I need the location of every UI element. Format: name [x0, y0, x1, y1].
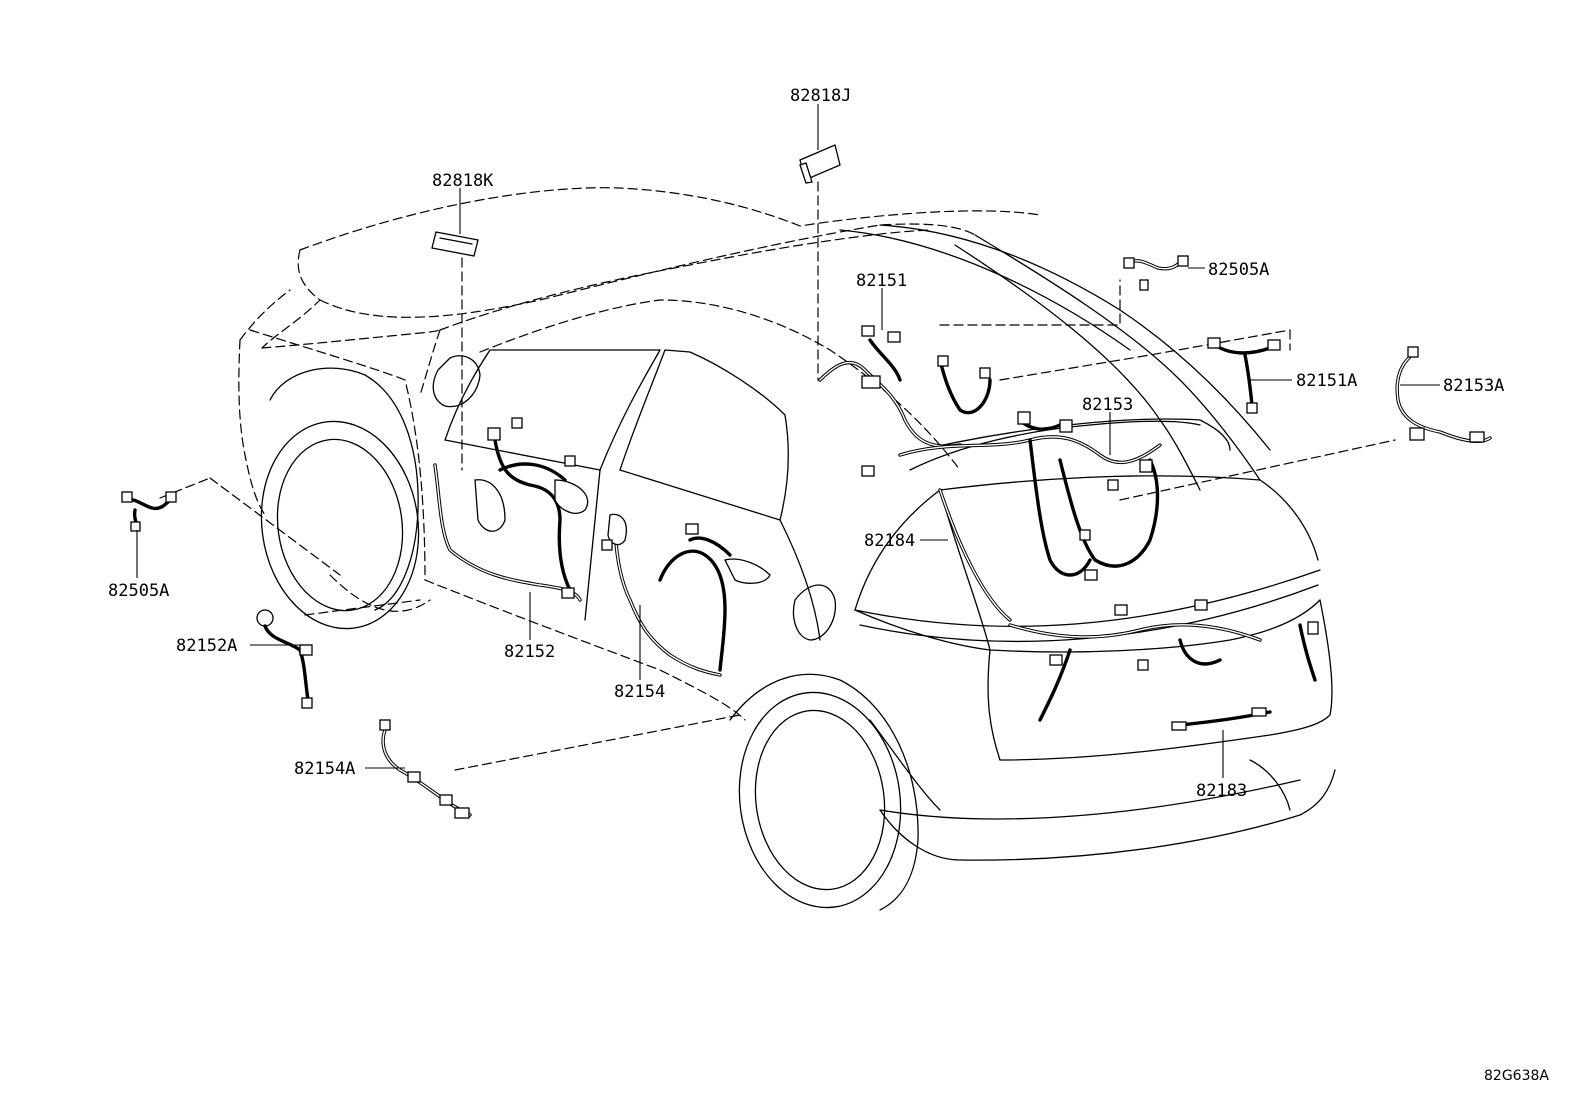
label-82184: 82184 — [864, 531, 915, 551]
harness-82151-roof — [818, 325, 992, 477]
label-82152: 82152 — [504, 642, 555, 662]
label-82153A: 82153A — [1443, 376, 1504, 396]
harness-82505A-top-connector — [1123, 255, 1189, 291]
label-82505A-left: 82505A — [108, 581, 169, 601]
vehicle-body-outline — [238, 187, 1336, 911]
label-82153: 82153 — [1082, 395, 1133, 415]
label-82818J: 82818J — [790, 86, 851, 106]
label-leaders — [136, 104, 1440, 778]
harness-82818J-clip — [799, 144, 841, 184]
harness-82818K-clip — [431, 231, 479, 257]
harness-82151A — [1207, 337, 1281, 414]
harness-82153A — [1395, 346, 1492, 443]
harness-82154-rear-door — [601, 513, 771, 677]
assembly-leader-lines — [159, 181, 1396, 771]
label-82151A: 82151A — [1296, 371, 1357, 391]
harness-82154A — [379, 719, 472, 819]
part-number-labels: 82818J 82818K 82151 82505A 82151A 82153A… — [108, 86, 1504, 801]
label-82152A: 82152A — [176, 636, 237, 656]
harness-82505A-left-connector — [121, 491, 177, 532]
label-82154: 82154 — [614, 682, 665, 702]
harness-82183-rear-panel — [1008, 599, 1319, 731]
harness-82184-door — [938, 488, 1012, 622]
harness-82152A — [256, 609, 313, 709]
figure-code: 82G638A — [1484, 1068, 1549, 1084]
label-82151: 82151 — [856, 271, 907, 291]
label-82154A: 82154A — [294, 759, 355, 779]
harness-82153-hatch — [898, 411, 1162, 581]
harness-82152-front-door — [433, 417, 589, 602]
label-82818K: 82818K — [432, 171, 494, 191]
label-82505A-top: 82505A — [1208, 260, 1269, 280]
label-82183: 82183 — [1196, 781, 1247, 801]
